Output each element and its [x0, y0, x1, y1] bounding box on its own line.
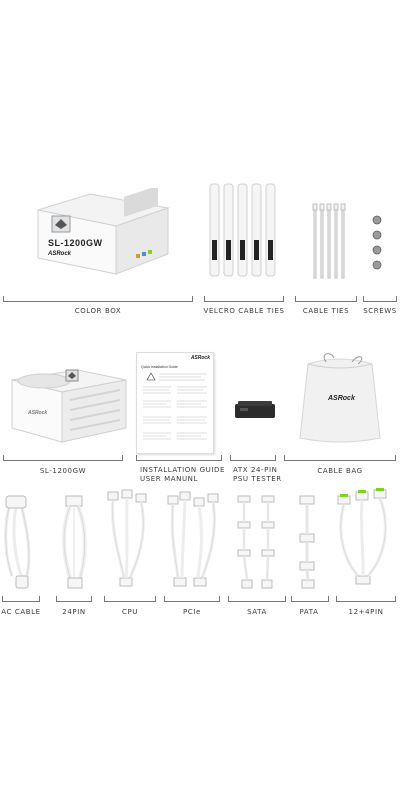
guide-label-line1: INSTALLATION GUIDE [140, 466, 226, 474]
ac-label: AC CABLE [1, 608, 41, 616]
cable-cpu-image [104, 488, 158, 588]
box-model-text: SL-1200GW [48, 238, 103, 248]
tester-bracket [230, 455, 276, 461]
color-box-bracket [3, 296, 193, 302]
cable-bag-image: ASRock [290, 350, 390, 448]
guide-bracket [136, 455, 222, 461]
pin12-label: 12+4PIN [348, 608, 384, 616]
cable-ties-bracket [295, 296, 357, 302]
screws-image [370, 214, 384, 274]
sata-bracket [228, 596, 286, 602]
psu-image: ASRock [8, 366, 130, 444]
screws-label: SCREWS [363, 307, 397, 315]
cable-pcie-image [164, 490, 224, 590]
pata-bracket [291, 596, 329, 602]
psu-bracket [3, 455, 123, 461]
color-box-label: COLOR BOX [74, 307, 122, 315]
bag-label: CABLE BAG [317, 467, 363, 475]
cable-12plus4pin-image [334, 488, 396, 588]
cable-ties-image [310, 202, 346, 282]
cable-sata-image [234, 492, 286, 590]
velcro-ties-image [205, 182, 280, 280]
cable-24pin-image [56, 492, 96, 590]
velcro-bracket [204, 296, 284, 302]
pin12-bracket [336, 596, 396, 602]
guide-brand-text: ASRock [190, 355, 210, 361]
ac-cable-image [2, 494, 42, 590]
cpu-bracket [104, 596, 156, 602]
velcro-label: VELCRO CABLE TIES [203, 307, 285, 315]
cable-pata-image [292, 494, 328, 590]
ac-bracket [2, 596, 40, 602]
guide-title-text: Quick Installation Guide [141, 365, 178, 369]
pcie-label: PCIe [183, 608, 201, 616]
sata-label: SATA [247, 608, 267, 616]
cable-ties-label: CABLE TIES [302, 307, 350, 315]
cpu-label: CPU [121, 608, 139, 616]
psu-brand-text: ASRock [28, 410, 48, 416]
tester-label-line2: PSU TESTER [233, 475, 282, 483]
pata-label: PATA [299, 608, 319, 616]
bag-brand-text: ASRock [328, 395, 355, 402]
guide-label-line2: USER MANUNL [140, 475, 199, 483]
psu-tester-image [234, 400, 276, 422]
screws-bracket [363, 296, 397, 302]
bag-bracket [284, 455, 396, 461]
pin24-label: 24PIN [62, 608, 86, 616]
box-brand-text: ASRock [48, 251, 72, 257]
color-box-image: SL-1200GW ASRock [28, 188, 178, 278]
psu-label: SL-1200GW [39, 467, 87, 475]
pin24-bracket [56, 596, 92, 602]
installation-guide-image: ASRock Quick Installation Guide [136, 352, 214, 454]
tester-label-line1: ATX 24-PIN [233, 466, 278, 474]
pcie-bracket [164, 596, 220, 602]
